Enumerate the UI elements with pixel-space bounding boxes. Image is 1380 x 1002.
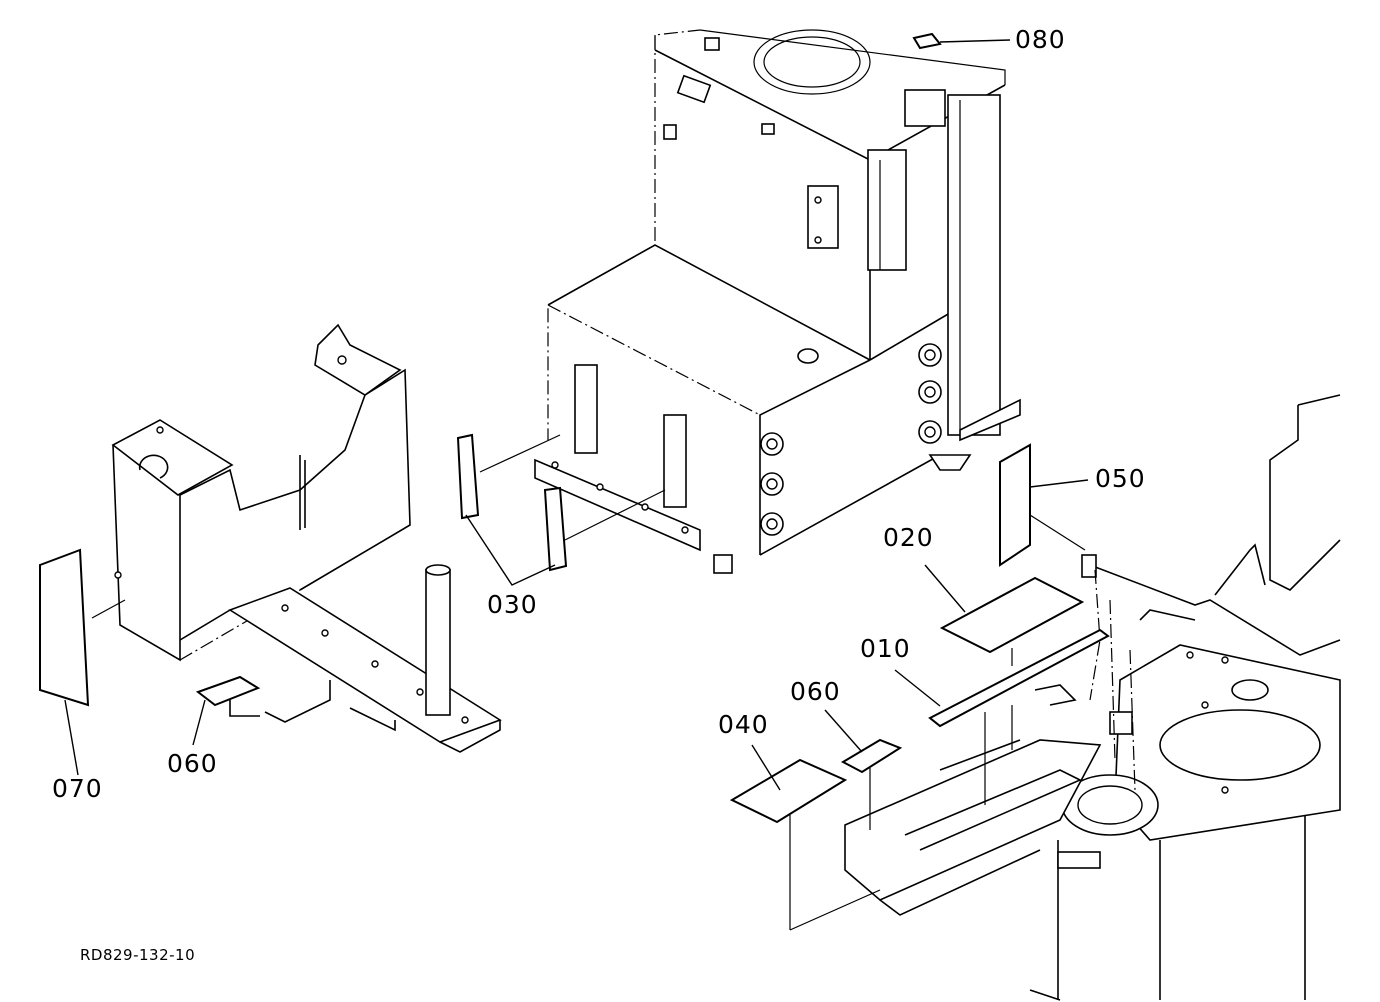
pad-060-left — [195, 675, 261, 707]
callout-070: 070 — [52, 774, 103, 803]
callout-050: 050 — [1095, 464, 1146, 493]
callout-030: 030 — [487, 590, 538, 619]
tank-assembly — [534, 29, 1021, 574]
pad-040 — [729, 758, 848, 824]
callout-060-right: 060 — [790, 677, 841, 706]
pad-060-right — [840, 738, 903, 774]
leader-lines — [64, 39, 1089, 791]
guide-lines — [91, 434, 1086, 931]
callout-010: 010 — [860, 634, 911, 663]
callout-080: 080 — [1015, 25, 1066, 54]
left-bracket-assembly — [111, 323, 502, 753]
pad-010 — [928, 628, 1110, 728]
pad-030-a — [456, 433, 480, 520]
callout-060-left: 060 — [167, 749, 218, 778]
right-frame-assembly — [844, 394, 1341, 1001]
pad-080 — [912, 32, 942, 50]
callout-040: 040 — [718, 710, 769, 739]
callout-020: 020 — [883, 523, 934, 552]
drawing-code: RD829-132-10 — [80, 946, 195, 964]
pad-070 — [39, 548, 90, 707]
pad-020 — [939, 576, 1085, 654]
pads — [39, 32, 1110, 824]
callout-labels: 070 060 030 050 020 010 060 040 080 — [52, 25, 1146, 803]
pad-030-b — [543, 486, 568, 572]
pad-050 — [999, 443, 1031, 567]
